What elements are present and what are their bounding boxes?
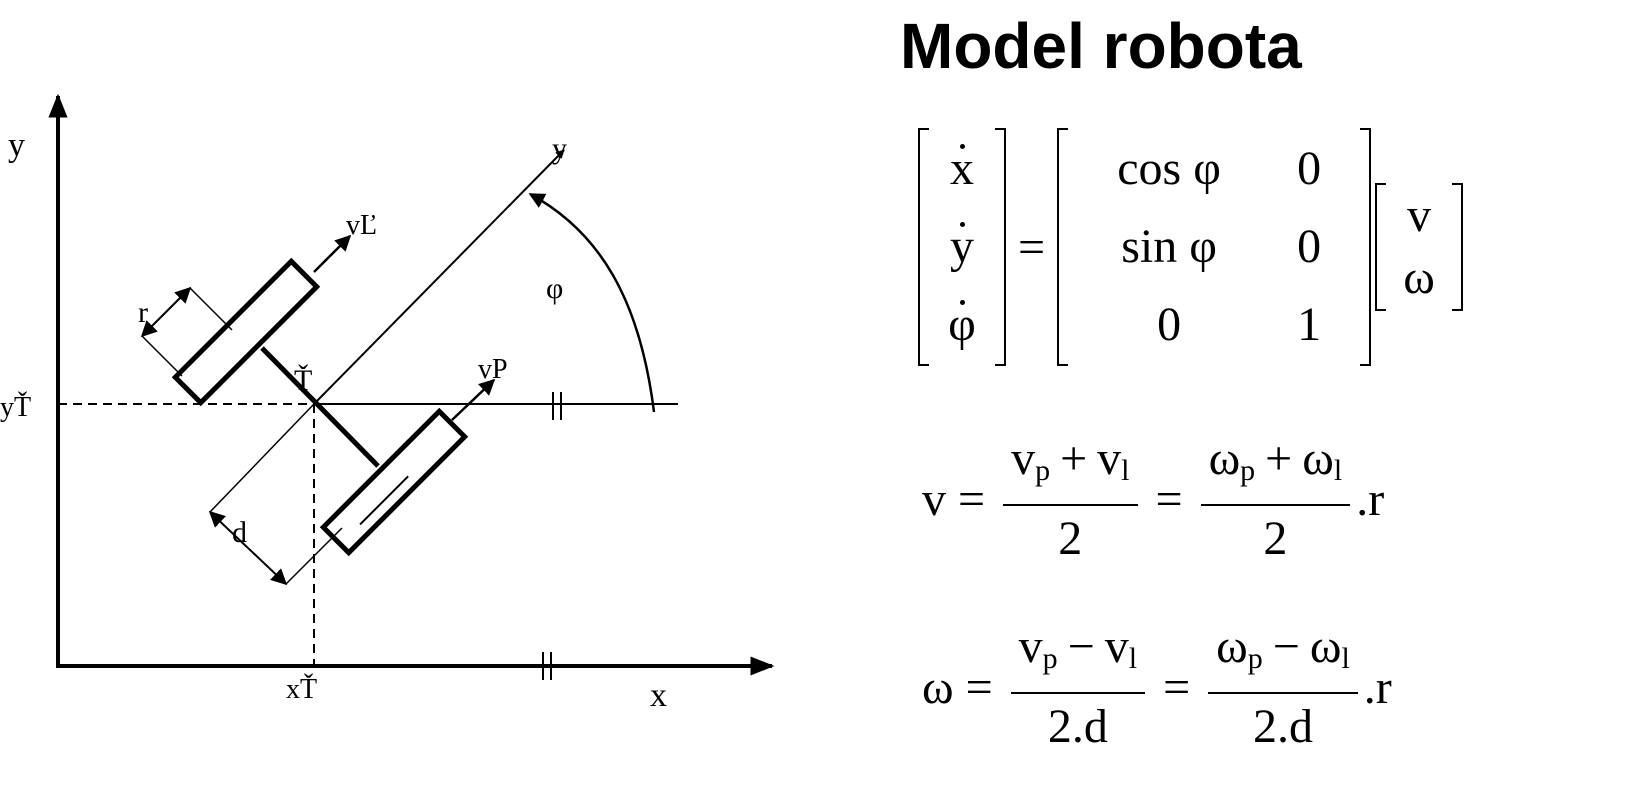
left-velocity-arrow — [313, 234, 352, 273]
x-dot: x — [950, 130, 974, 208]
fraction: ωp−ωl 2.d — [1208, 620, 1358, 754]
fraction: vp+vl 2 — [1003, 432, 1138, 566]
y-coordinate-label: yŤ — [0, 392, 31, 423]
matrix-cell: cos φ — [1117, 142, 1221, 195]
right-velocity-arrow — [451, 378, 496, 421]
angular-velocity-equation: ω = vp−vl 2.d = ωp−ωl 2.d .r — [922, 620, 1392, 754]
x-axis-break — [542, 652, 552, 680]
input-vector: v ω — [1375, 183, 1464, 311]
fraction: vp−vl 2.d — [1010, 620, 1146, 754]
equation-lhs: ω — [922, 660, 954, 714]
angle-label: φ — [546, 272, 563, 305]
horizontal-reference-break — [552, 392, 562, 420]
center-point-label: Ť — [294, 364, 312, 397]
input-omega: ω — [1403, 251, 1435, 304]
robot-axle — [260, 346, 380, 468]
rotated-y-axis-label: y — [552, 132, 567, 165]
matrix-cell: 0 — [1157, 298, 1182, 351]
distance-dimension-arrow — [208, 510, 288, 586]
distance-extension-line — [209, 403, 315, 513]
x-axis-label: x — [650, 677, 667, 714]
radius-extension-line — [141, 335, 183, 377]
equation-tail: .r — [1356, 472, 1385, 526]
radius-label: r — [138, 296, 148, 329]
transformation-matrix: cos φ 0 sin φ 0 0 1 — [1057, 128, 1372, 366]
equation-lhs: v — [922, 472, 946, 526]
matrix-cell: 0 — [1297, 220, 1322, 273]
robot-kinematics-diagram: y x y φ Ť vĽ vP r d xŤ yŤ — [0, 93, 775, 714]
rotated-y-axis — [313, 149, 565, 405]
x-coordinate-label: xŤ — [286, 674, 317, 705]
page-title: Model robota — [900, 10, 1302, 82]
y-axis-label: y — [8, 127, 25, 164]
matrix-equation: x y φ = cos φ 0 sin φ 0 0 1 v ω — [918, 128, 1464, 366]
equation-tail: .r — [1363, 660, 1392, 714]
distance-label: d — [232, 516, 247, 549]
right-wheel — [319, 407, 469, 557]
left-velocity-label: vĽ — [346, 210, 377, 241]
matrix-cell: 1 — [1297, 298, 1322, 351]
matrix-cell: sin φ — [1121, 220, 1217, 273]
input-v: v — [1407, 189, 1432, 242]
y-dot: y — [950, 208, 974, 286]
right-velocity-label: vP — [478, 354, 508, 385]
distance-extension-line — [285, 527, 343, 585]
phi-dot: φ — [948, 286, 976, 364]
angle-arc — [528, 192, 656, 413]
linear-velocity-equation: v = vp+vl 2 = ωp+ωl 2 .r — [922, 432, 1385, 566]
radius-extension-line — [189, 287, 233, 331]
fraction: ωp+ωl 2 — [1200, 432, 1351, 566]
left-wheel — [171, 257, 321, 407]
state-derivative-vector: x y φ — [918, 128, 1006, 366]
radius-dimension-arrow — [140, 286, 192, 338]
equals-sign: = — [1018, 220, 1046, 274]
matrix-cell: 0 — [1297, 142, 1322, 195]
